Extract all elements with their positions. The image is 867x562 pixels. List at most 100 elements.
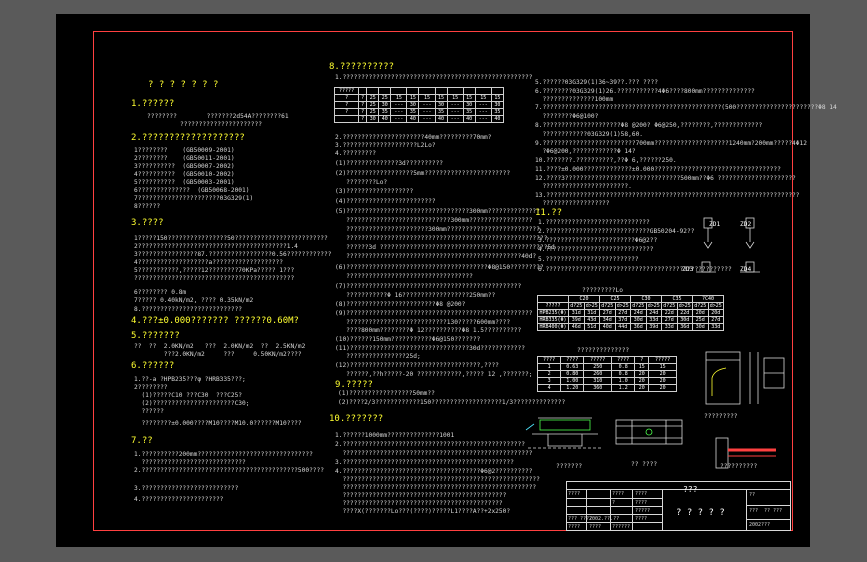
note-line: 4?????????? (GB50010-2002) xyxy=(134,171,235,178)
note-line: 1.??????????????????????????????????????… xyxy=(335,74,533,81)
table-cell: ? xyxy=(358,101,368,109)
tb-cell: ?????? xyxy=(612,524,631,530)
note-line: 6.??????????????????????????????????????… xyxy=(538,266,732,273)
foundation-detail-1 xyxy=(525,417,602,449)
table-cell: d?25 xyxy=(568,302,585,310)
note-line: ????????????????????????????????????????… xyxy=(335,235,548,242)
note-line: 3.??????????????????????????????????????… xyxy=(335,459,514,466)
table-caption: ?????????????? xyxy=(577,347,630,354)
table-cell: 24d xyxy=(630,309,647,317)
table-cell: --- xyxy=(474,108,492,116)
table-cell: 20d xyxy=(707,309,724,317)
table-cell xyxy=(406,87,420,95)
note-line: 6?????????????? (GB50068-2001) xyxy=(134,187,250,194)
note-line: 2.??????????????????????????????????????… xyxy=(335,441,525,448)
table-cell: 39d xyxy=(645,323,662,331)
note-line: 2???????? (GB50011-2001) xyxy=(134,155,235,162)
title-block-line xyxy=(566,489,791,490)
table-cell: 2 xyxy=(536,370,562,378)
note-line: (2)??????????????????5mm????????????????… xyxy=(335,170,511,177)
table-cell: 27d xyxy=(599,309,616,317)
table-cell: d>25 xyxy=(645,302,662,310)
table-cell: 24d xyxy=(645,309,662,317)
tb-cell: ?? xyxy=(749,492,756,498)
note-line: ?????????????????????? xyxy=(180,121,262,128)
table-header: ? xyxy=(634,356,650,364)
table-cell: 34d xyxy=(599,316,616,324)
note-line: 1.??????1000mm??????????????1001 xyxy=(335,432,455,439)
note-line: (12)???????????????????????????????????,… xyxy=(335,362,499,369)
section-heading: 9.????? xyxy=(335,380,373,390)
note-line: 6???????? 0.8m xyxy=(134,289,187,296)
note-line: 4.????????? xyxy=(335,150,376,157)
table-row: C20 C25 C30 C35 ?C40 xyxy=(537,295,724,303)
table-cell: 1 xyxy=(536,363,562,371)
note-line: 3????????????????87.?????????????????0.5… xyxy=(134,251,332,258)
table-row: ? ? 25 25 15 15 15 15 15 15 15 15 xyxy=(333,94,505,102)
table-cell: 35 xyxy=(490,108,505,116)
table-caption: ?????????Lo xyxy=(582,287,623,294)
table-cell: 310 xyxy=(583,377,613,385)
table-cell: 15 xyxy=(474,94,492,102)
section-heading: 3.???? xyxy=(131,218,164,228)
note-line: 8?????? xyxy=(134,203,161,210)
tb-cell: ? xyxy=(612,500,616,506)
note-line: 3.?????????????????????????? xyxy=(134,485,239,492)
table-cell: d?25 xyxy=(661,302,678,310)
table-cell: 30 xyxy=(434,101,448,109)
note-line: 5.????????????????????????? xyxy=(538,256,639,263)
note-line: (1)?????C10 ???C30 ???C25? xyxy=(134,392,243,399)
table-cell: 15 xyxy=(446,94,464,102)
note-line: ????????Lo? xyxy=(335,179,388,186)
drawing-title: ? ? ? ? ? ? ? xyxy=(148,80,219,90)
table-cell: 39d xyxy=(568,316,585,324)
note-line: ???????????????????????????? xyxy=(134,459,246,466)
table-cell: 40 xyxy=(406,115,420,123)
table-cell: d>25 xyxy=(583,302,600,310)
tb-cell: ???? xyxy=(635,516,648,522)
table-cell xyxy=(418,87,436,95)
note-line: ????????±0.000????M10????M10.0??????M10?… xyxy=(134,420,302,427)
table-row: ? 30 40 --- 40 --- 40 --- 40 --- 40 xyxy=(333,115,505,123)
note-line: (1)?????????????????50mm?? xyxy=(338,390,435,397)
table-cell: 20 xyxy=(634,384,650,392)
table-header: ????? xyxy=(583,356,613,364)
table-header: ????? xyxy=(648,356,677,364)
note-line: 7??????????????????????03G329(1) xyxy=(134,195,254,202)
table-cell: ? xyxy=(333,94,360,102)
table-cell: 33d xyxy=(707,323,724,331)
note-line: ????????????????????????????????????????… xyxy=(335,450,533,457)
table-cell: 20 xyxy=(648,384,677,392)
table-cell: 37d xyxy=(614,316,631,324)
table-cell: --- xyxy=(390,101,408,109)
note-line: ????????????????25d; xyxy=(335,353,421,360)
table-cell: 25 xyxy=(366,101,380,109)
table-cell: 0.80 xyxy=(560,370,585,378)
beam-detail xyxy=(615,419,683,445)
tb-cell: ???? xyxy=(635,500,648,506)
title-block-line xyxy=(566,506,662,507)
zd-label: ZD2 xyxy=(740,221,752,228)
note-line: ??????,??h?????-20 ????????????,????? 12… xyxy=(335,371,533,378)
table-row: ???? ???? ????? ???? ? ????? xyxy=(536,356,677,364)
table-row: ? ? 25 35 --- 35 --- 35 --- 35 --- 35 xyxy=(333,108,505,116)
zd-label: ZD4 xyxy=(740,266,752,273)
note-line: 2.????????????????????????????GB50204-92… xyxy=(538,228,695,235)
table-header: ???? xyxy=(536,356,562,364)
table-cell: 40 xyxy=(378,115,392,123)
table-row: HRB400(Φ) 46d 51d 40d 44d 36d 39d 33d 36… xyxy=(537,323,724,331)
table-cell: ? xyxy=(333,101,360,109)
table-cell: 27d xyxy=(614,309,631,317)
table-cell: 36d xyxy=(630,323,647,331)
table-cell: ? xyxy=(358,108,368,116)
tb-cell: ???? xyxy=(635,491,648,497)
section-heading: 2.??????????????????? xyxy=(131,133,245,143)
note-line: 4.?????????????????????? xyxy=(134,496,224,503)
section-heading: 7.?? xyxy=(131,436,153,446)
note-line: 1.??-a ?HPB235???φ ?HRB335???; xyxy=(134,376,246,383)
note-line: ?????????????????????????????????? xyxy=(335,273,473,280)
note-line: ???????????????????????????130?????600mm… xyxy=(335,319,511,326)
table-cell xyxy=(446,87,464,95)
table-cell: 35 xyxy=(462,108,476,116)
tb-cell: ???? xyxy=(568,524,581,530)
